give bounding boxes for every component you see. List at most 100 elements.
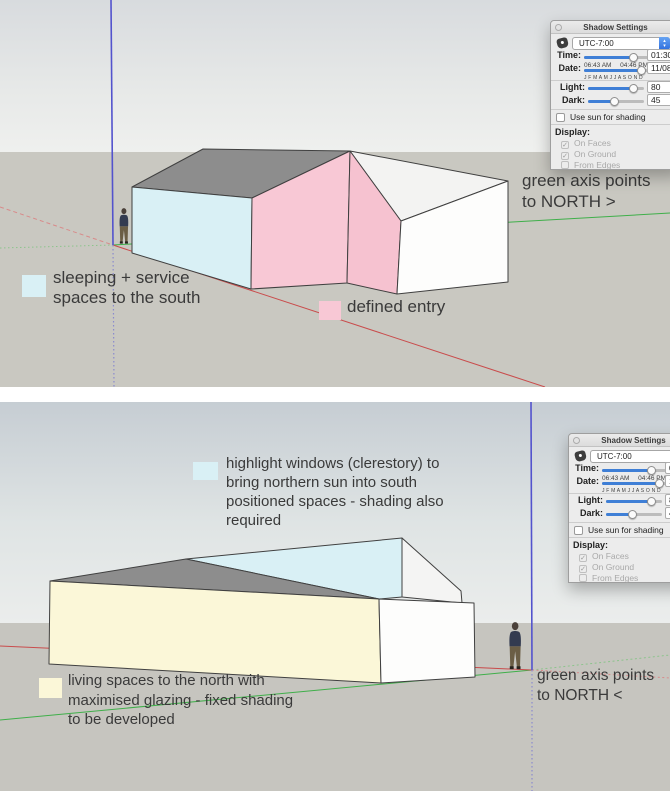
- red-axis-dotted: [531, 669, 670, 679]
- dark-slider[interactable]: [606, 509, 662, 519]
- time-value-field[interactable]: 01:30: [647, 49, 670, 61]
- on-ground-label: On Ground: [574, 149, 617, 159]
- model-canvas-bottom: [0, 402, 670, 791]
- light-slider[interactable]: [588, 83, 644, 93]
- light-value-field[interactable]: 80: [665, 494, 670, 506]
- legend-swatch-sleeping: [22, 275, 46, 297]
- annotation-line: bring northern sun into south: [226, 474, 417, 491]
- annotation-line: positioned spaces - shading also: [226, 493, 444, 510]
- from-edges-checkbox: [579, 574, 587, 582]
- annotation-living-spaces: living spaces to the north with maximise…: [68, 671, 293, 730]
- time-slider-thumb[interactable]: [628, 52, 638, 62]
- option-on-ground: ✓ On Ground: [561, 149, 616, 160]
- divider: [551, 124, 670, 125]
- annotation-line: to NORTH >: [522, 192, 616, 211]
- on-faces-checkbox: ✓: [579, 554, 587, 562]
- annotation-clerestory: highlight windows (clerestory) to bring …: [226, 454, 444, 530]
- annotation-line: green axis points: [537, 667, 655, 684]
- dark-value-field[interactable]: 45: [665, 507, 670, 519]
- date-value-field[interactable]: 11/08: [665, 475, 670, 487]
- time-slider[interactable]: [602, 465, 666, 475]
- timezone-dropdown[interactable]: UTC-7:00 ▴▾: [572, 37, 670, 50]
- use-sun-checkbox[interactable]: [574, 526, 583, 535]
- green-axis-dotted: [531, 654, 670, 671]
- light-slider-thumb[interactable]: [629, 83, 639, 93]
- sunrise-label: 06:43 AM: [584, 62, 612, 69]
- dark-slider[interactable]: [588, 96, 644, 106]
- legend-swatch-living: [39, 678, 62, 698]
- annotation-line: required: [226, 512, 282, 529]
- divider: [551, 109, 670, 110]
- time-value-field[interactable]: 01:30: [665, 462, 670, 474]
- light-slider[interactable]: [606, 496, 662, 506]
- on-ground-label: On Ground: [592, 562, 635, 572]
- annotation-line: green axis points: [522, 171, 651, 190]
- timezone-value: UTC-7:00: [579, 39, 614, 48]
- shadow-settings-panel: Shadow Settings UTC-7:00 ▴▾ Time: 06:43 …: [550, 20, 670, 170]
- panel-title: Shadow Settings: [583, 23, 648, 32]
- dark-label: Dark:: [579, 508, 603, 518]
- light-label: Light:: [578, 495, 603, 505]
- on-faces-checkbox: ✓: [561, 141, 569, 149]
- red-axis-dashed: [0, 206, 114, 246]
- divider: [569, 493, 670, 494]
- date-slider[interactable]: [584, 65, 648, 75]
- dark-slider-thumb[interactable]: [609, 96, 619, 106]
- divider: [551, 80, 670, 81]
- panel-titlebar[interactable]: Shadow Settings: [569, 434, 670, 447]
- annotation-defined-entry: defined entry: [347, 297, 445, 317]
- timezone-value: UTC-7:00: [597, 452, 632, 461]
- use-sun-checkbox[interactable]: [556, 113, 565, 122]
- close-icon[interactable]: [555, 24, 562, 31]
- on-ground-checkbox: ✓: [579, 565, 587, 573]
- annotation-line: maximised glazing - fixed shading: [68, 691, 294, 709]
- divider: [569, 522, 670, 523]
- blue-axis-line: [530, 402, 533, 671]
- from-edges-label: From Edges: [574, 160, 621, 170]
- person-figure: [509, 622, 521, 670]
- blue-axis-line: [110, 0, 114, 246]
- legend-swatch-entry: [319, 301, 341, 320]
- panel-title: Shadow Settings: [601, 436, 666, 445]
- display-label: Display:: [573, 540, 609, 550]
- annotation-line: spaces to the south: [53, 288, 201, 307]
- date-slider-thumb[interactable]: [654, 478, 664, 488]
- date-slider[interactable]: [602, 478, 666, 488]
- light-value-field[interactable]: 80: [647, 81, 670, 93]
- on-ground-checkbox: ✓: [561, 152, 569, 160]
- dark-label: Dark:: [561, 95, 585, 105]
- option-on-faces: ✓On Faces: [579, 551, 629, 562]
- months-scale: J F M A M J J A S O N D: [602, 487, 661, 494]
- timezone-dropdown[interactable]: UTC-7:00 ▴▾: [590, 450, 670, 463]
- use-sun-row: Use sun for shading: [556, 112, 646, 122]
- close-icon[interactable]: [573, 437, 580, 444]
- annotation-north-top: green axis points to NORTH >: [522, 170, 651, 212]
- divider: [569, 537, 670, 538]
- panel-titlebar[interactable]: Shadow Settings: [551, 21, 670, 34]
- annotation-sleeping-spaces: sleeping + service spaces to the south: [53, 268, 200, 308]
- shadow-settings-panel: Shadow Settings UTC-7:00 ▴▾ Time: 06:43 …: [568, 433, 670, 583]
- light-label: Light:: [560, 82, 585, 92]
- date-slider-thumb[interactable]: [636, 65, 646, 75]
- option-on-ground: ✓ On Ground: [579, 562, 634, 573]
- dark-slider-thumb[interactable]: [627, 509, 637, 519]
- use-sun-label: Use sun for shading: [588, 525, 664, 535]
- use-sun-row: Use sun for shading: [574, 525, 664, 535]
- display-label: Display:: [555, 127, 591, 137]
- light-slider-thumb[interactable]: [647, 496, 657, 506]
- use-sun-label: Use sun for shading: [570, 112, 646, 122]
- east-wall-white-face: [396, 180, 509, 295]
- sunrise-label: 06:43 AM: [602, 475, 630, 482]
- option-from-edges: From Edges: [561, 160, 620, 170]
- dark-value-field[interactable]: 45: [647, 94, 670, 106]
- on-faces-label: On Faces: [574, 138, 611, 148]
- time-slider[interactable]: [584, 52, 648, 62]
- date-value-field[interactable]: 11/08: [647, 62, 670, 74]
- sketchup-view-bottom: [0, 402, 670, 791]
- time-slider-thumb[interactable]: [646, 465, 656, 475]
- annotation-line: defined entry: [347, 297, 446, 316]
- annotation-line: to NORTH <: [537, 687, 623, 704]
- annotation-line: living spaces to the north with: [68, 672, 265, 689]
- annotation-line: sleeping + service: [53, 268, 190, 287]
